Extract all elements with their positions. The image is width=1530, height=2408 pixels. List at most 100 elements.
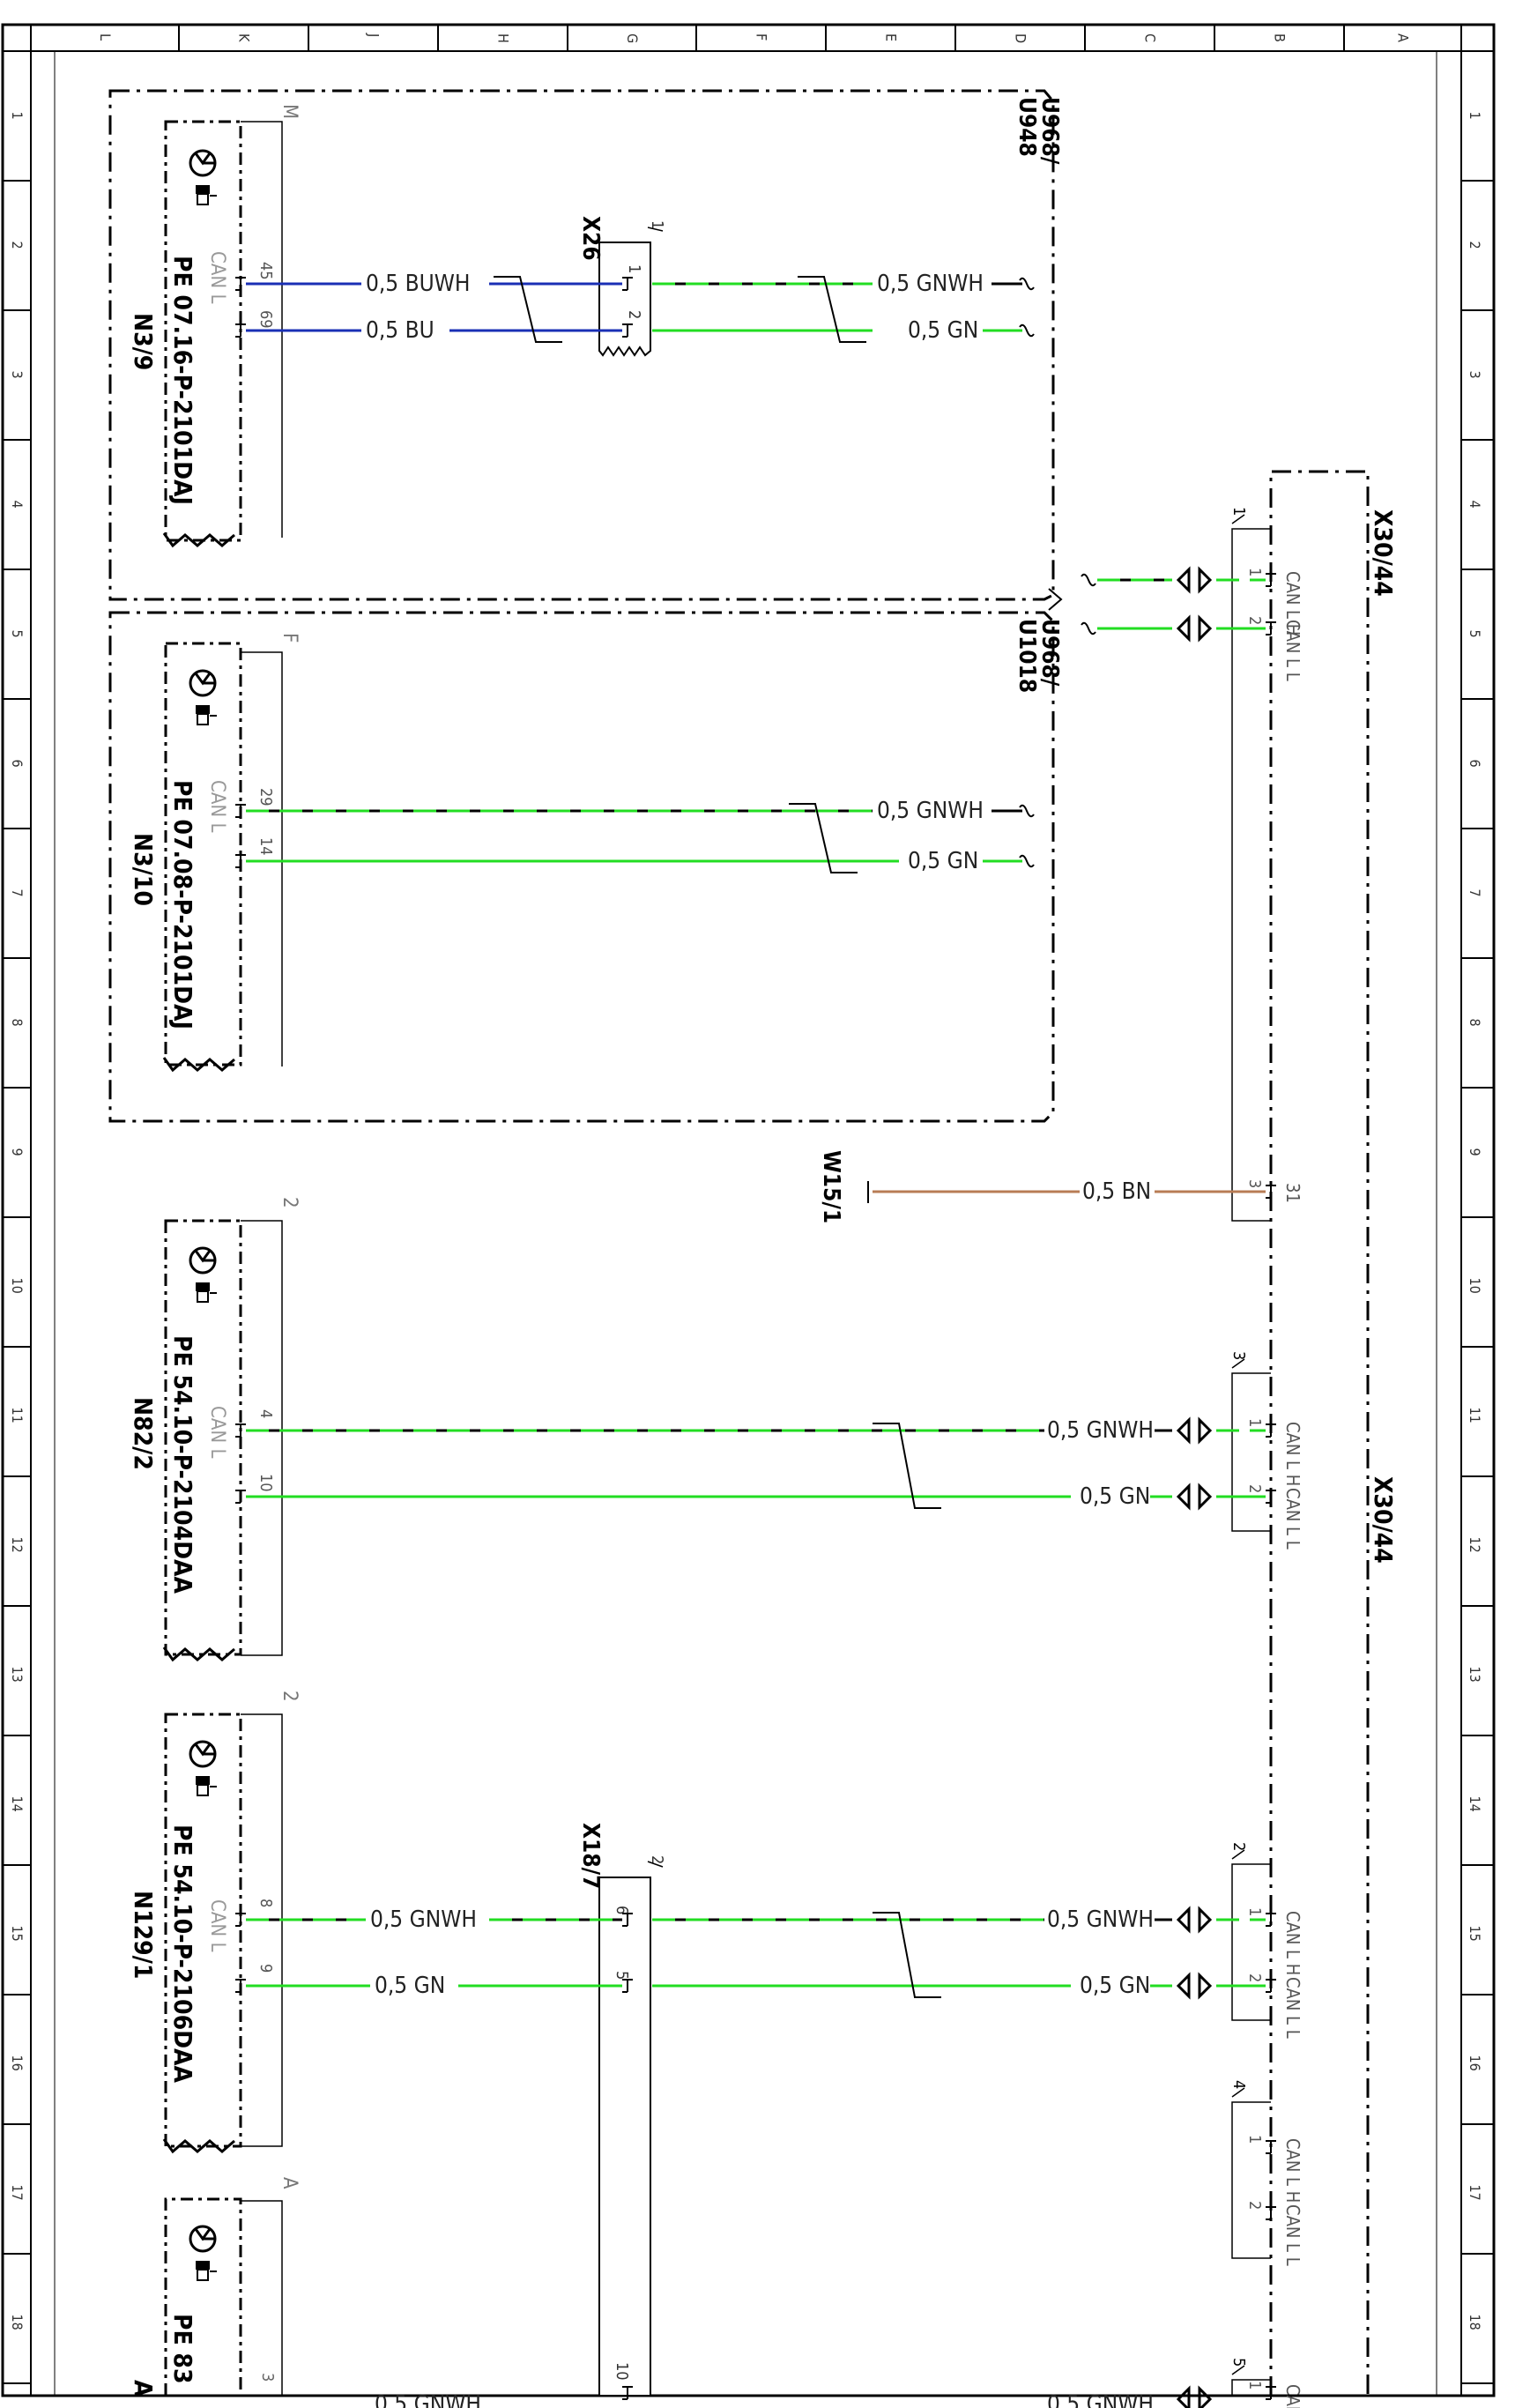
service-hand-icon [196, 1282, 217, 1303]
wire-label-gnwh-n3-9: 0,5 GNWH [877, 271, 984, 297]
module-bottom-ref: A [129, 2380, 158, 2397]
wire-label-bu: 0,5 BU [366, 317, 434, 344]
row-label-right: 17 [1467, 2185, 1483, 2201]
twist-marker-n82-2 [873, 1423, 941, 1509]
wire-continuation-icon [1081, 573, 1096, 587]
row-label-right: 16 [1467, 2055, 1483, 2071]
variant-brace [1048, 588, 1063, 611]
wire-label-gnwh-n82-2: 0,5 GNWH [1047, 1417, 1154, 1444]
column-label: F [754, 33, 770, 41]
junction-icon [1176, 1483, 1213, 1511]
module-n82-2-break [162, 1646, 235, 1662]
x30-44-pin-signal: CAN L H [1282, 1911, 1303, 1975]
row-label-left: 1 [9, 112, 26, 120]
connector-x18-7-block: 2 [648, 1855, 666, 1864]
connector-x30-44-label-mid: X30/44 [1369, 1476, 1398, 1564]
row-label-left: 6 [9, 760, 26, 768]
module-n82-2: 2 PE 54.10-P-2104DAA N82/2 CAN L [129, 1197, 301, 1656]
row-label-right: 1 [1467, 112, 1483, 120]
row-label-left: 14 [9, 1796, 26, 1812]
x30-44-pin-marker [1265, 1185, 1277, 1199]
variant-label-u1018: U968/U1018 [1014, 619, 1063, 693]
row-label-right: 10 [1467, 1278, 1483, 1294]
wire-label-gn-n129-1-right: 0,5 GN [1080, 1973, 1150, 1999]
wire-continuation-icon [1019, 323, 1035, 338]
n3-10-pin-29-number: 29 [256, 788, 275, 806]
service-hand-icon [196, 1776, 217, 1796]
module-n3-9-doc: PE 07.16-P-2101DAJ [168, 256, 197, 505]
x18-7-pin-5-number: 5 [613, 1971, 631, 1980]
x30-44-pin-number: 3 [1245, 1179, 1264, 1188]
module-bottom: A PE 83 A 3 [129, 2177, 301, 2397]
row-label-left: 11 [9, 1408, 26, 1423]
wire-continuation-icon [1081, 621, 1096, 635]
row-label-right: 11 [1467, 1408, 1483, 1423]
x30-44-pin-marker [1265, 1423, 1277, 1438]
x30-44-block-number: 5 [1229, 2358, 1248, 2367]
x30-44-pin-marker [1265, 2140, 1277, 2154]
column-label: K [236, 33, 253, 42]
n3-9-pin-69-marker [234, 323, 247, 338]
row-label-right: 15 [1467, 1926, 1483, 1942]
x30-44-pin-marker [1265, 1979, 1277, 1993]
x30-44-pin-signal: CAN L H [1282, 1422, 1303, 1486]
x30-44-pin-number: 2 [1245, 1973, 1264, 1982]
wire-continuation-icon [1019, 854, 1035, 868]
row-label-right: 13 [1467, 1667, 1483, 1683]
connector-w15-1-label: W15/1 [818, 1150, 844, 1223]
ground-symbol-icon [189, 149, 217, 177]
row-label-left: 7 [9, 889, 26, 897]
n3-9-pin-45-number: 45 [256, 262, 275, 280]
wire-label-gnwh-n129-1-left: 0,5 GNWH [370, 1906, 477, 1933]
x26-pin-1-number: 1 [625, 264, 643, 273]
x30-44-pin-signal: CAN L H [1282, 2384, 1303, 2408]
row-label-right: 4 [1467, 501, 1483, 509]
row-label-right: 8 [1467, 1019, 1483, 1027]
row-label-left: 8 [9, 1019, 26, 1027]
connector-x18-7-label: X18/7 [577, 1823, 604, 1889]
connector-w15-1: W15/1 [818, 1150, 869, 1223]
column-label: B [1272, 33, 1289, 42]
n129-1-pin-9-marker [234, 1979, 247, 1993]
module-n129-1-doc: PE 54.10-P-2106DAA [168, 1825, 197, 2084]
row-label-left: 18 [9, 2315, 26, 2330]
n129-1-pin-8-number: 8 [256, 1899, 275, 1907]
variant-box-u948: U968/U948 [108, 89, 1063, 601]
x30-44-pin-signal: CAN L H [1282, 571, 1303, 635]
variant-box-u1018: U968/U1018 [108, 611, 1063, 1123]
x30-44-pin-marker [1265, 1913, 1277, 1927]
n82-2-pin-10-marker [234, 1490, 247, 1504]
wire-label-gnwh-n129-1-right: 0,5 GNWH [1047, 1906, 1154, 1933]
junction-icon [1176, 1972, 1213, 2000]
row-label-left: 5 [9, 630, 26, 638]
twist-marker-n3-10 [789, 803, 858, 873]
row-label-left: 4 [9, 501, 26, 509]
module-icon-group [189, 1740, 217, 1796]
module-n129-1-connector: 2 [279, 1691, 301, 1702]
column-label: H [495, 33, 512, 43]
row-label-left: 17 [9, 2185, 26, 2201]
x30-44-pin-signal: 31 [1282, 1183, 1303, 1203]
x30-44-pin-marker [1265, 2386, 1277, 2400]
x30-44-pin-marker [1265, 621, 1277, 635]
row-label-right: 6 [1467, 760, 1483, 768]
row-label-left: 3 [9, 371, 26, 379]
column-label: L [97, 33, 114, 41]
x30-44-pin-signal: CAN L H [1282, 2138, 1303, 2203]
column-label: E [883, 33, 900, 41]
module-bottom-connector: A [279, 2177, 301, 2189]
x30-44-pin-number: 1 [1245, 1418, 1264, 1427]
twist-marker-x26-left [494, 276, 562, 343]
module-n3-10-doc: PE 07.08-P-2101DAJ [168, 780, 197, 1029]
variant-label-u948: U968/U948 [1014, 97, 1063, 165]
row-label-right: 5 [1467, 630, 1483, 638]
x30-44-block-number: 2 [1229, 1842, 1248, 1851]
row-label-left: 2 [9, 242, 26, 249]
row-label-left: 13 [9, 1667, 26, 1683]
x30-44-pin-number: 2 [1245, 616, 1264, 625]
ground-symbol-icon [189, 1246, 217, 1275]
